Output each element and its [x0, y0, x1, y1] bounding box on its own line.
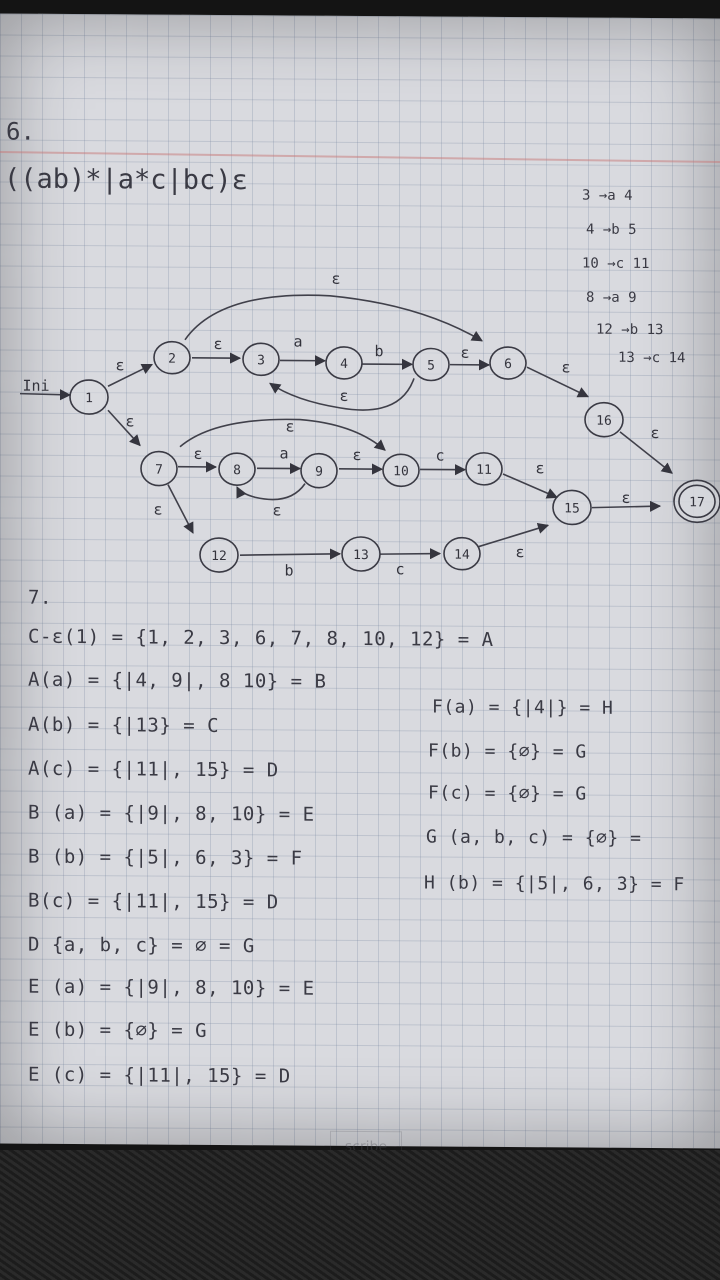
edge-11-15 [502, 473, 559, 499]
edge-2-6-arc [184, 294, 483, 342]
edge-6-16 [526, 366, 590, 398]
state-14 [443, 536, 481, 571]
state-10 [382, 453, 420, 488]
closure-line: A(b) = {|13} = C [28, 713, 220, 738]
closure-line: E (a) = {|9|, 8, 10} = E [28, 975, 315, 1000]
edge-label-a-8-9: a [279, 444, 288, 462]
closure-line: A(a) = {|4, 9|, 8 10} = B [28, 668, 327, 693]
edge-label-eps-7-8: ε [193, 445, 202, 463]
closure-line: B (a) = {|9|, 8, 10} = E [28, 801, 315, 826]
state-7-label: 7 [155, 463, 163, 478]
state-12 [199, 537, 239, 573]
closure-line: C-ε(1) = {1, 2, 3, 6, 7, 8, 10, 12} = A [28, 625, 494, 651]
state-2 [153, 340, 191, 375]
state-6-label: 6 [504, 357, 512, 372]
state-15-label: 15 [564, 501, 580, 516]
edge-label-eps-5-3: ε [339, 387, 348, 405]
state-13-label: 13 [353, 548, 369, 563]
section-number: 7. [28, 586, 52, 609]
edge-14-15 [477, 522, 550, 548]
edge-label-eps-2-3: ε [213, 335, 222, 353]
state-5-label: 5 [427, 358, 435, 373]
edge-label-eps-7-12: ε [153, 501, 162, 519]
closure-line: A(c) = {|11|, 15} = D [28, 757, 279, 782]
closure-line-right: F(b) = {∅} = G [428, 740, 587, 763]
state-15 [552, 489, 592, 526]
closure-line-right: F(c) = {∅} = G [428, 782, 587, 805]
edge-label-b-4-5: b [374, 342, 383, 360]
edge-1-2 [107, 363, 154, 387]
state-9 [300, 452, 338, 489]
state-2-label: 2 [168, 352, 176, 367]
state-17-inner [678, 484, 716, 519]
state-1-label: 1 [85, 391, 93, 406]
nfa-diagram: Ini 1 2 3 4 5 6 7 8 9 10 11 12 13 14 15 … [19, 270, 720, 580]
edge-7-12 [167, 484, 194, 534]
edge-label-c-13-14: c [395, 560, 404, 578]
state-7 [140, 450, 178, 487]
edge-label-a-3-4: a [293, 333, 302, 351]
edge-label-eps-1-7: ε [125, 412, 134, 430]
edge-label-eps-2-6: ε [331, 270, 340, 288]
state-13 [341, 536, 381, 572]
edge-13-14 [379, 548, 442, 560]
edge-label-eps-5-6: ε [460, 344, 469, 362]
state-5 [412, 347, 450, 382]
state-3-label: 3 [257, 353, 265, 368]
edge-label-eps-14-15: ε [515, 543, 524, 561]
state-6 [489, 346, 527, 380]
edge-label-eps-15-17: ε [621, 489, 630, 507]
state-8-label: 8 [233, 463, 241, 478]
edge-label-eps-16-17: ε [650, 424, 659, 442]
state-3 [242, 342, 280, 377]
closure-line: D {a, b, c} = ∅ = G [28, 933, 255, 958]
state-1 [69, 379, 109, 415]
edge-16-17 [619, 431, 673, 474]
closure-line-right: F(a) = {|4|} = H [432, 696, 614, 719]
state-14-label: 14 [454, 548, 470, 563]
closure-line-right: H (b) = {|5|, 6, 3} = F [424, 872, 685, 896]
closure-line: E (c) = {|11|, 15} = D [28, 1063, 291, 1088]
state-17-label: 17 [689, 495, 705, 510]
edge-label-eps-1-2: ε [115, 356, 124, 374]
edge-12-13 [239, 548, 342, 560]
edge-label-eps-6-16: ε [561, 358, 570, 376]
edge-label-eps-11-15: ε [535, 459, 544, 477]
state-8 [218, 452, 256, 486]
edge-5-3-loop [269, 378, 415, 411]
edge-label-b-12-13: b [284, 561, 293, 579]
state-4 [325, 346, 363, 380]
state-16 [584, 401, 624, 438]
edge-1-7 [107, 409, 141, 447]
closure-line-right: G (a, b, c) = {∅} = [426, 826, 642, 849]
closure-line: B(c) = {|11|, 15} = D [28, 889, 279, 914]
edge-label-c-10-11: c [435, 447, 444, 465]
edge-label-eps-9-10: ε [352, 446, 361, 464]
state-10-label: 10 [393, 464, 409, 479]
edge-9-8-loop [236, 483, 306, 501]
closure-line: B (b) = {|5|, 6, 3} = F [28, 845, 303, 870]
edge-label-eps-7-10: ε [285, 417, 294, 435]
background-fabric [0, 1150, 720, 1280]
edge-7-10-arc [179, 418, 386, 451]
edge-start [19, 389, 72, 401]
notebook-page: 6. ((ab)*|a*c|bc)ε 3 →a 4 4 →b 5 10 →c 1… [0, 13, 720, 1164]
state-12-label: 12 [211, 549, 227, 564]
closure-line: E (b) = {∅} = G [28, 1018, 208, 1042]
edge-15-17 [591, 500, 662, 512]
state-16-label: 16 [596, 414, 612, 429]
state-11 [465, 452, 503, 486]
edge-label-eps-9-8: ε [272, 501, 281, 519]
start-label: Ini [22, 377, 49, 395]
state-9-label: 9 [315, 465, 323, 480]
state-4-label: 4 [340, 357, 348, 372]
state-11-label: 11 [476, 463, 492, 478]
